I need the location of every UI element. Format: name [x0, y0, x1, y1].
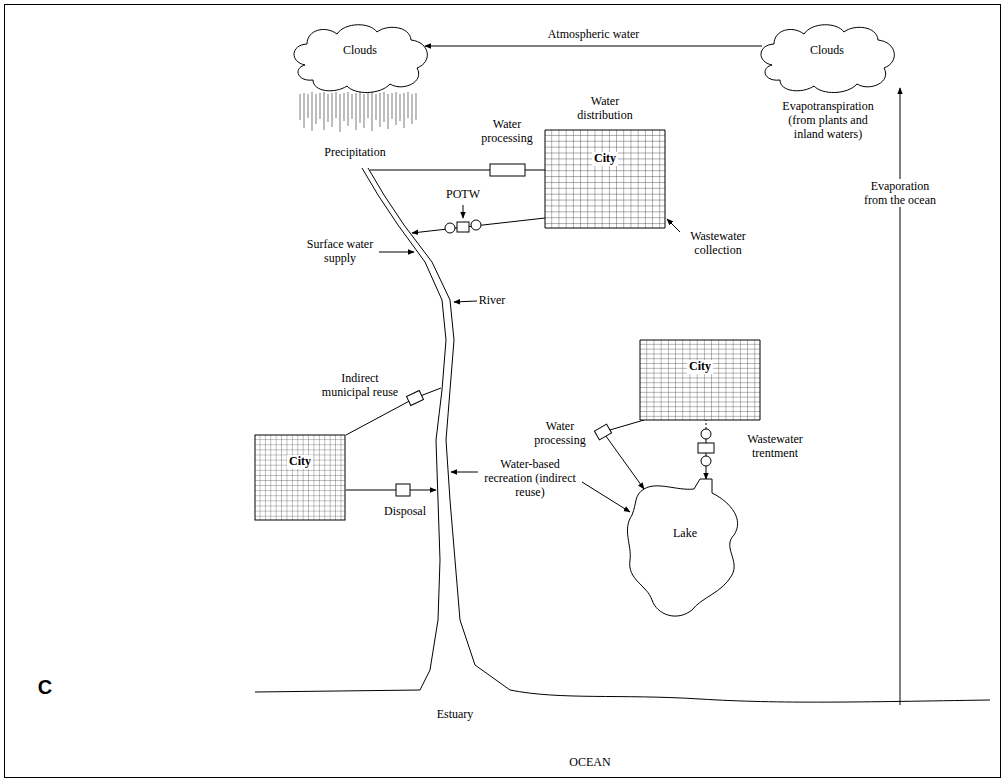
cloud: Clouds: [752, 20, 902, 95]
city-block: City: [545, 130, 665, 228]
cloud-outline: [752, 20, 902, 95]
river-bank: [368, 168, 510, 690]
process-label: Wastewater trentment: [735, 433, 815, 461]
potw-symbol: [471, 220, 481, 230]
process-label: Evaporation from the ocean: [863, 180, 937, 208]
processing-box: [490, 164, 525, 176]
process-label: Disposal: [375, 505, 435, 519]
process-label: Water processing: [525, 420, 595, 448]
panel-letter: C: [25, 676, 65, 699]
edge-label: Atmospheric water: [548, 28, 640, 42]
facility-label: POTW: [441, 188, 485, 202]
flow-arrow: [425, 46, 762, 47]
city-block: City: [640, 340, 760, 420]
leader-arrow: [463, 205, 464, 218]
treatment-symbol: [701, 456, 711, 466]
city-grid: [640, 340, 760, 420]
node-label: Clouds: [341, 44, 379, 58]
process-label: Water distribution: [570, 95, 640, 123]
process-label: Water-based recreation (indirect reuse): [480, 458, 580, 499]
lake-outline: [622, 475, 748, 622]
cloud-outline: [294, 25, 427, 93]
lake-outline: [627, 479, 737, 616]
node-label: Lake: [671, 527, 699, 541]
process-label: Precipitation: [305, 146, 405, 160]
node-label: City: [287, 455, 313, 469]
treatment-symbol: [701, 429, 711, 439]
leader-arrow: [582, 482, 630, 512]
processing-box: [396, 484, 410, 496]
leader-arrow: [379, 252, 414, 253]
process-label: Evapotranspiration (from plants and inla…: [773, 100, 883, 141]
disposal-pipe: [346, 490, 436, 491]
lake: Lake: [622, 475, 748, 622]
supply-pipe: [370, 170, 490, 171]
feature-label: OCEAN: [550, 756, 630, 770]
distribution-pipe: [525, 170, 545, 171]
process-label: Wastewater collection: [678, 230, 758, 258]
node-label: Clouds: [808, 44, 846, 58]
city-block-outline: [545, 130, 665, 228]
potw-symbol: [457, 222, 469, 232]
leader-arrow: [667, 219, 680, 232]
feature-label: River: [474, 294, 510, 308]
city-block-outline: [255, 435, 345, 520]
cloud-outline: [761, 25, 894, 93]
sewer-pipe: [412, 218, 545, 233]
coastline: [255, 690, 420, 692]
process-label: Water processing: [472, 118, 542, 146]
treatment-symbol: [698, 443, 714, 453]
rain: [300, 92, 416, 132]
processing-box: [407, 391, 424, 406]
coastline: [510, 690, 990, 702]
process-label: Indirect municipal reuse: [317, 372, 403, 400]
river-bank: [362, 168, 446, 690]
cloud-outline: [285, 20, 435, 95]
city-grid: [255, 435, 345, 520]
city-grid: [545, 130, 665, 228]
potw-symbol: [445, 223, 455, 233]
feature-label: Estuary: [425, 708, 485, 722]
city-block-outline: [640, 340, 760, 420]
leader-arrow: [451, 472, 478, 473]
processing-box: [594, 424, 611, 440]
dashed-link: [705, 421, 707, 429]
node-label: City: [592, 152, 618, 166]
frame: [5, 5, 1001, 778]
node-label: City: [687, 360, 713, 374]
leader-arrow: [454, 301, 477, 302]
cloud: Clouds: [285, 20, 435, 95]
city-block: City: [255, 435, 345, 520]
process-label: Surface water supply: [302, 238, 378, 266]
